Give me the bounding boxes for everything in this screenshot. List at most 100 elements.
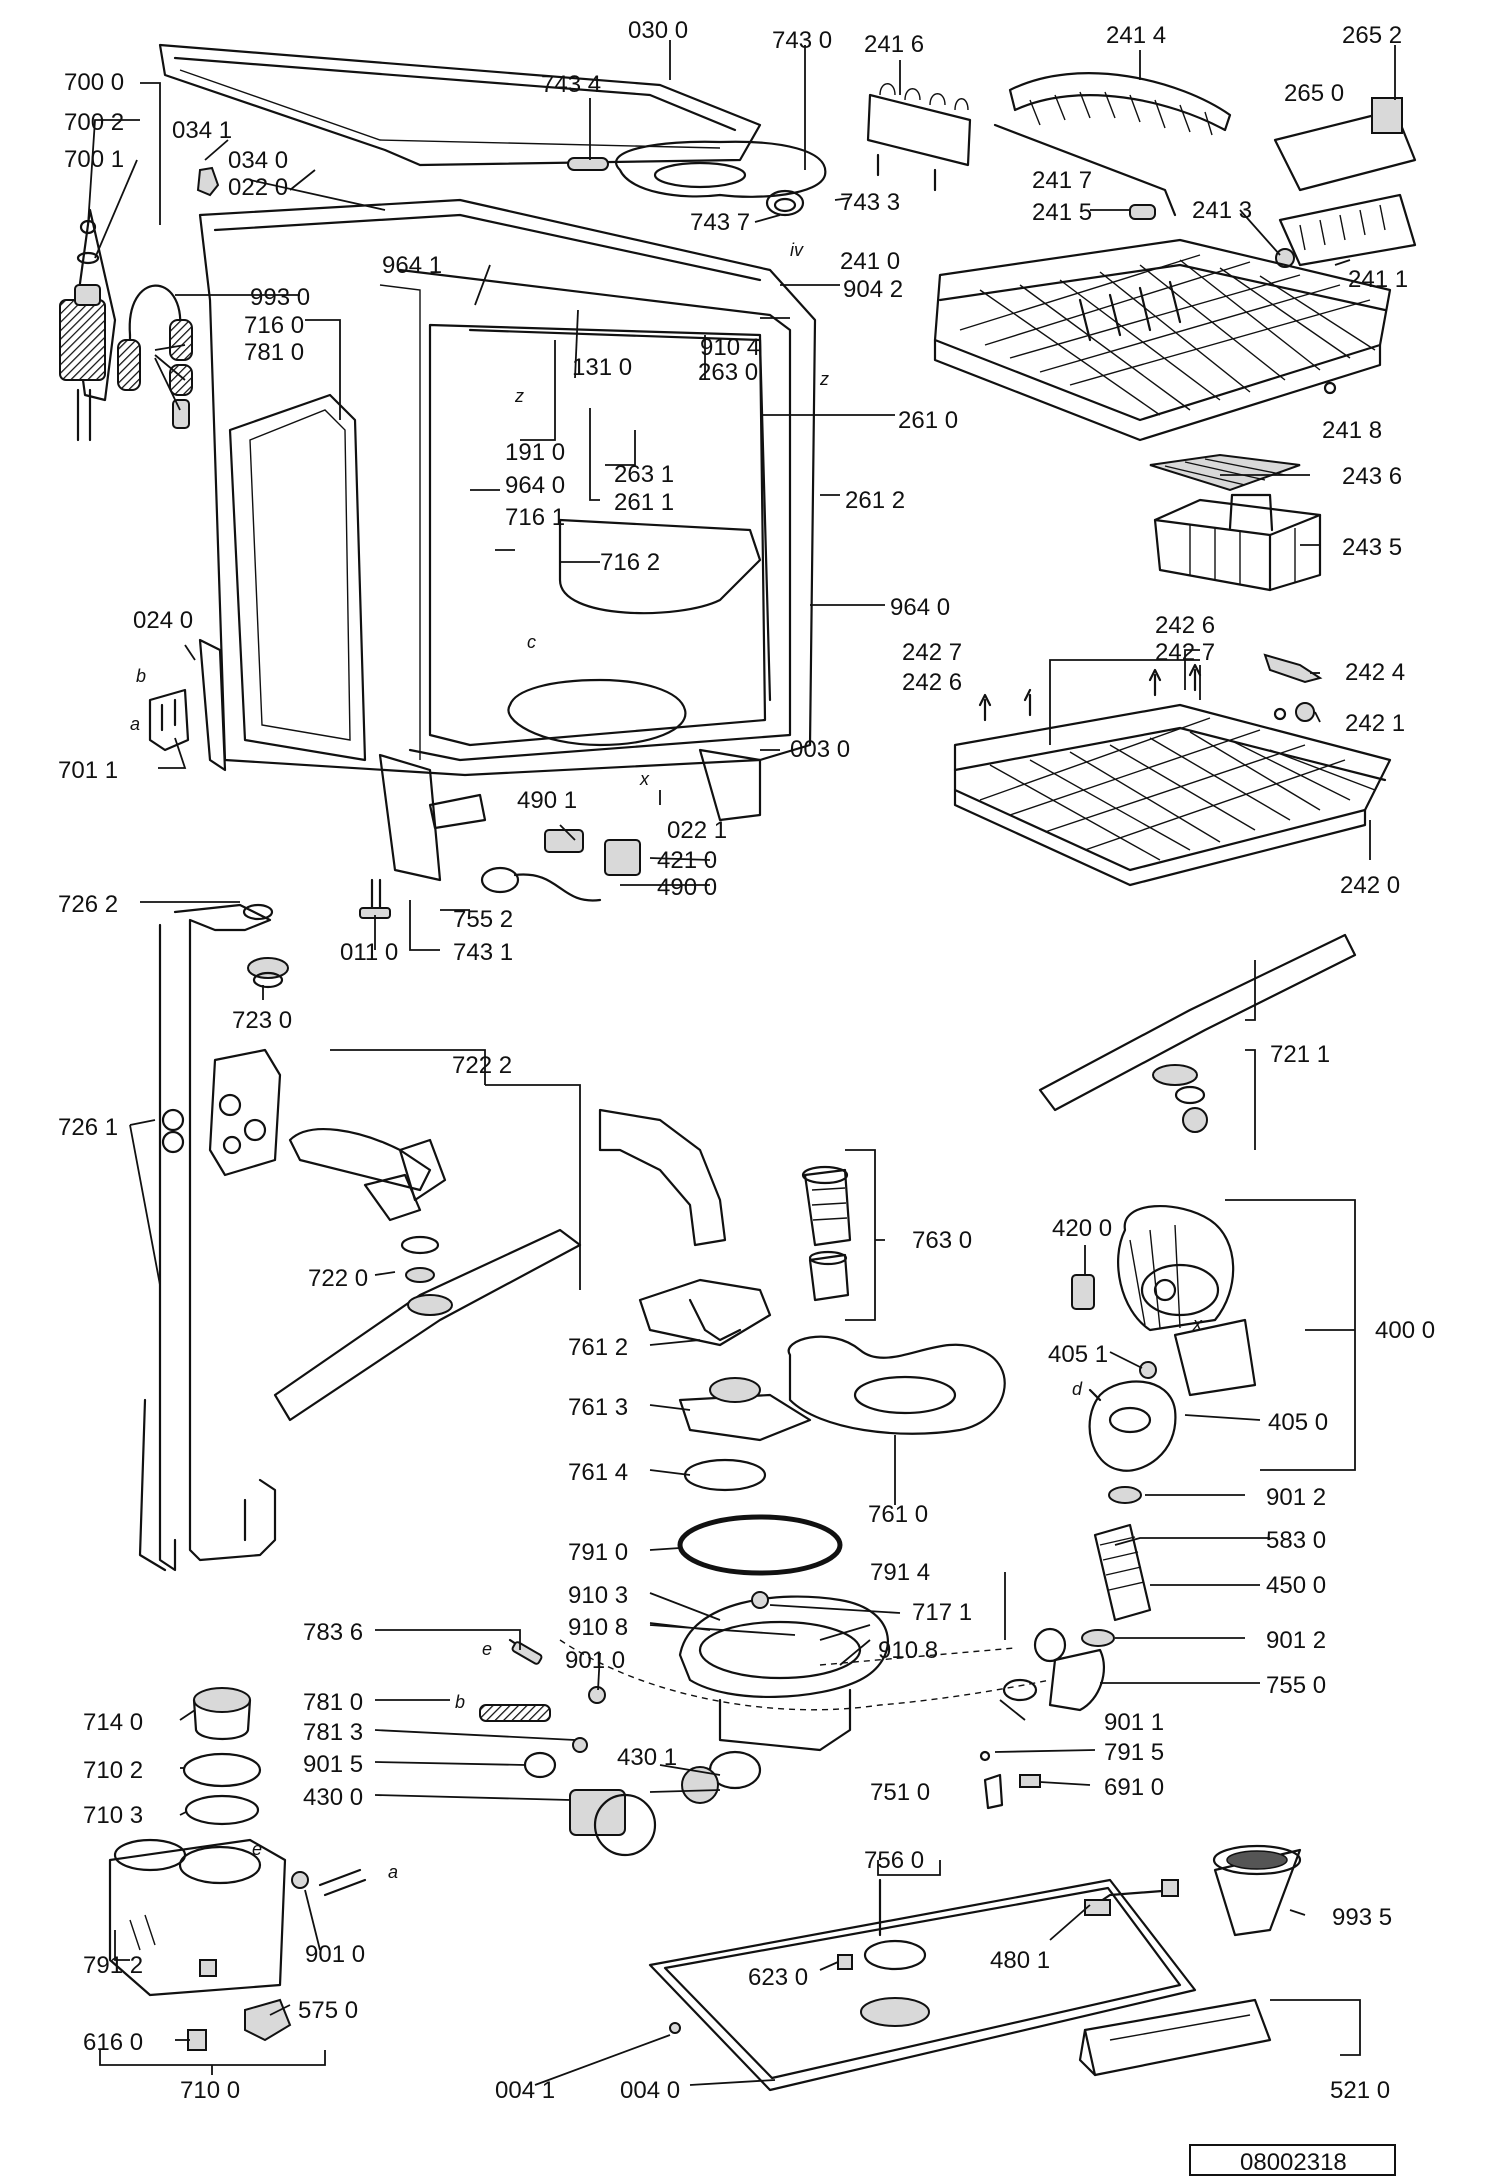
label-261-0: 261 0 [898, 407, 958, 434]
letter-d: d [1072, 1379, 1083, 1399]
label-241-3: 241 3 [1192, 197, 1252, 224]
hose-450-0 [1093, 1523, 1152, 1622]
label-263-0: 263 0 [698, 359, 758, 386]
label-723-0: 723 0 [232, 1007, 292, 1034]
spray-assembly-761-2 [638, 1278, 772, 1347]
label-405-1: 405 1 [1048, 1341, 1108, 1368]
label-781-0: 781 0 [244, 339, 304, 366]
label-756-0: 756 0 [864, 1847, 924, 1874]
lower-rack-242-0 [953, 663, 1392, 887]
letter-x-2: x [1192, 1314, 1203, 1334]
label-430-0: 430 0 [303, 1784, 363, 1811]
label-400-0: 400 0 [1375, 1317, 1435, 1344]
label-480-1: 480 1 [990, 1947, 1050, 1974]
letter-e-1: e [482, 1639, 492, 1659]
sump-housing-751-0 [678, 1595, 889, 1804]
hose-clamp-set [117, 284, 193, 429]
label-011-0: 011 0 [340, 939, 398, 966]
label-710-2: 710 2 [83, 1757, 143, 1784]
filter-763-0 [801, 1165, 852, 1302]
label-242-0: 242 0 [1340, 872, 1400, 899]
rack-clip-242-4 [1263, 653, 1323, 684]
label-131-0: 131 0 [572, 354, 632, 381]
letter-a-1: a [130, 714, 140, 734]
label-191-0: 191 0 [505, 439, 565, 466]
label-901-2-a: 901 2 [1266, 1484, 1326, 1511]
label-024-0: 024 0 [133, 607, 193, 634]
label-755-0: 755 0 [1266, 1672, 1326, 1699]
ring-710-3 [184, 1794, 260, 1826]
label-265-2: 265 2 [1342, 22, 1402, 49]
label-421-0: 421 0 [657, 847, 717, 874]
label-743-0: 743 0 [772, 27, 832, 54]
reference-number: 08002318 [1240, 2149, 1347, 2176]
label-964-0-a: 964 0 [505, 472, 565, 499]
letter-b-2: b [455, 1692, 465, 1712]
label-993-0: 993 0 [250, 284, 310, 311]
rack-wheel-242-1 [1273, 702, 1315, 722]
label-763-0: 763 0 [912, 1227, 972, 1254]
manifold-722 [208, 1048, 447, 1283]
label-726-1: 726 1 [58, 1114, 118, 1141]
label-910-3: 910 3 [568, 1582, 628, 1609]
label-901-0-b: 901 0 [305, 1941, 365, 1968]
label-490-0: 490 0 [657, 874, 717, 901]
letter-iv: iv [790, 240, 804, 260]
label-700-0: 700 0 [64, 69, 124, 96]
label-242-6-b: 242 6 [902, 669, 962, 696]
part-901-0-b [291, 1868, 367, 1897]
parts-723-726 [242, 903, 289, 989]
wheel-241-3 [1275, 248, 1295, 268]
dispenser-body-710 [108, 1838, 287, 1997]
label-710-0: 710 0 [180, 2077, 240, 2104]
motor-400-0 [1071, 1205, 1257, 1472]
label-783-6: 783 6 [303, 1619, 363, 1646]
label-901-2-b: 901 2 [1266, 1627, 1326, 1654]
label-405-0: 405 0 [1268, 1409, 1328, 1436]
label-716-1: 716 1 [505, 504, 565, 531]
switch-490 [480, 829, 641, 902]
label-743-4: 743 4 [541, 71, 601, 98]
label-450-0: 450 0 [1266, 1572, 1326, 1599]
label-034-1: 034 1 [172, 117, 232, 144]
letter-c: c [527, 632, 536, 652]
label-242-1: 242 1 [1345, 710, 1405, 737]
letter-z-1: z [514, 386, 524, 406]
label-761-0: 761 0 [868, 1501, 928, 1528]
ring-710-2 [182, 1752, 262, 1788]
label-241-8: 241 8 [1322, 417, 1382, 444]
control-panel-521-0 [1078, 1998, 1272, 2077]
clamp-901-2-b [1081, 1629, 1115, 1647]
label-904-2: 904 2 [843, 276, 903, 303]
cutlery-tray-241-4 [993, 72, 1232, 217]
label-743-7: 743 7 [690, 209, 750, 236]
label-964-1: 964 1 [382, 252, 442, 279]
label-241-5: 241 5 [1032, 199, 1092, 226]
bracket-701-1 [148, 688, 190, 752]
label-721-1: 721 1 [1270, 1041, 1330, 1068]
label-910-8-a: 910 8 [568, 1614, 628, 1641]
part-575-0 [244, 1998, 292, 2042]
label-022-0: 022 0 [228, 174, 288, 201]
label-241-0: 241 0 [840, 248, 900, 275]
label-242-4: 242 4 [1345, 659, 1405, 686]
letter-x-1: x [639, 769, 650, 789]
label-714-0: 714 0 [83, 1709, 143, 1736]
label-791-4: 791 4 [870, 1559, 930, 1586]
hose-783-6 [508, 1638, 543, 1665]
label-242-7-b: 242 7 [902, 639, 962, 666]
inlet-pipe [598, 1108, 727, 1247]
gasket-761-0 [787, 1335, 1006, 1435]
funnel-993-5 [1212, 1844, 1302, 1937]
label-242-6-a: 242 6 [1155, 612, 1215, 639]
elbow-755-0 [1002, 1627, 1105, 1712]
upper-spray-arm-721-1 [1038, 933, 1357, 1133]
label-716-2: 716 2 [600, 549, 660, 576]
pump-430-0 [523, 1751, 657, 1857]
label-243-6: 243 6 [1342, 463, 1402, 490]
label-261-2: 261 2 [845, 487, 905, 514]
label-521-0: 521 0 [1330, 2077, 1390, 2104]
label-964-0-b: 964 0 [890, 594, 950, 621]
adjustable-foot-011-0 [359, 878, 391, 919]
label-761-3: 761 3 [568, 1394, 628, 1421]
